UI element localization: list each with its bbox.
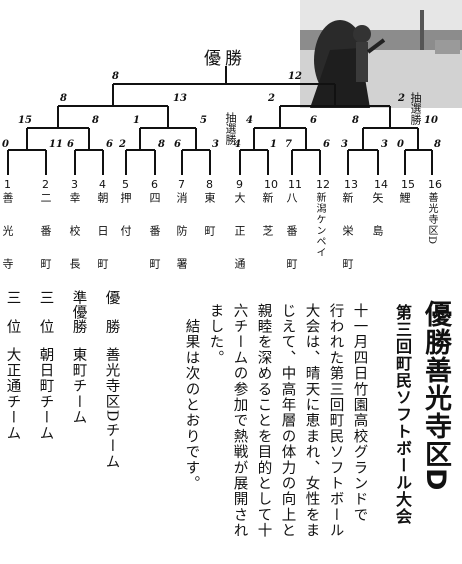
headline: 優勝善光寺区D	[420, 300, 451, 492]
team-name: 押付	[119, 192, 132, 258]
svg-text:8: 8	[352, 115, 359, 126]
svg-text:3: 3	[381, 139, 388, 150]
svg-text:8: 8	[158, 139, 165, 150]
team-name: 大正通	[233, 192, 246, 291]
body-line: じえて、中高年層の体力の向上と	[279, 303, 296, 539]
team-number: 4	[99, 178, 106, 191]
subheadline: 第三回町民ソフトボール大会	[393, 304, 412, 525]
body-line: ました。	[207, 303, 224, 366]
team-number: 12	[316, 178, 330, 191]
body-line: 大会は、晴天に恵まれ、女性をま	[303, 303, 320, 539]
lottery-win-label-1: 抽選勝	[224, 112, 237, 145]
body-line: 行われた第三回町民ソフトボール	[327, 303, 344, 539]
team-number: 13	[344, 178, 358, 191]
svg-text:1: 1	[133, 115, 140, 126]
svg-text:6: 6	[67, 139, 74, 150]
team-number: 10	[264, 178, 278, 191]
team-number: 16	[428, 178, 442, 191]
svg-text:11: 11	[49, 139, 63, 150]
svg-text:3: 3	[212, 139, 219, 150]
svg-text:2: 2	[118, 139, 126, 150]
team-name: 矢島	[371, 192, 384, 258]
svg-text:8: 8	[434, 139, 441, 150]
team-name: 新潟ケンペイ	[314, 192, 325, 258]
team-name: 消防署	[175, 192, 188, 291]
team-name: 朝日町	[96, 192, 109, 291]
result-rank: 三 位	[37, 290, 54, 334]
svg-text:13: 13	[173, 93, 187, 104]
svg-text:0: 0	[397, 139, 404, 150]
team-number: 15	[401, 178, 415, 191]
team-name: 二番町	[39, 192, 52, 291]
svg-text:8: 8	[112, 71, 119, 82]
svg-text:10: 10	[424, 115, 438, 126]
team-number: 8	[206, 178, 213, 191]
svg-text:15: 15	[18, 115, 32, 126]
team-name: 四番町	[148, 192, 161, 291]
team-number: 1	[4, 178, 11, 191]
svg-text:12: 12	[288, 71, 302, 82]
team-number: 9	[236, 178, 243, 191]
result-team: 善光寺区Dチーム	[103, 347, 120, 470]
champion-label: 優勝	[204, 49, 246, 69]
body-line: 十一月四日竹園高校グランドで	[351, 303, 368, 523]
team-number: 11	[288, 178, 302, 191]
svg-text:4: 4	[234, 139, 241, 150]
team-number: 7	[178, 178, 185, 191]
body-line: 親睦を深めることを目的として十	[255, 303, 272, 539]
svg-text:6: 6	[310, 115, 317, 126]
svg-text:6: 6	[174, 139, 181, 150]
team-name: 八番町	[285, 192, 298, 291]
team-name: 善光寺	[1, 192, 14, 291]
result-rank: 優 勝	[103, 290, 120, 334]
svg-text:2: 2	[267, 93, 275, 104]
softball-photo	[300, 0, 462, 108]
svg-text:6: 6	[106, 139, 113, 150]
team-number: 3	[71, 178, 78, 191]
lottery-win-label-2: 抽選勝	[409, 92, 422, 125]
svg-text:1: 1	[270, 139, 277, 150]
team-name: 善光寺区D	[426, 192, 437, 246]
svg-text:6: 6	[323, 139, 330, 150]
svg-text:2: 2	[397, 93, 405, 104]
svg-text:4: 4	[246, 115, 253, 126]
team-number: 2	[42, 178, 49, 191]
team-number: 6	[151, 178, 158, 191]
svg-text:7: 7	[285, 139, 292, 150]
svg-text:3: 3	[341, 139, 348, 150]
team-number: 5	[122, 178, 129, 191]
result-team: 朝日町チーム	[37, 347, 54, 442]
result-team: 東町チーム	[70, 347, 87, 426]
result-rank: 三 位	[4, 290, 21, 334]
result-team: 大正通チーム	[4, 347, 21, 442]
team-number: 14	[374, 178, 388, 191]
team-name: 東町	[203, 192, 216, 258]
body-line: 結果は次のとおりです。	[183, 303, 200, 492]
svg-text:5: 5	[200, 115, 207, 126]
team-name: 新栄町	[341, 192, 354, 291]
svg-text:8: 8	[92, 115, 99, 126]
body-line: 六チームの参加で熱戦が展開され	[231, 303, 248, 539]
team-name: 鯉	[398, 192, 411, 225]
svg-text:8: 8	[60, 93, 67, 104]
team-name: 新芝	[261, 192, 274, 258]
result-rank: 準優勝	[70, 290, 87, 334]
svg-text:0: 0	[2, 139, 9, 150]
team-name: 幸校長	[68, 192, 81, 291]
